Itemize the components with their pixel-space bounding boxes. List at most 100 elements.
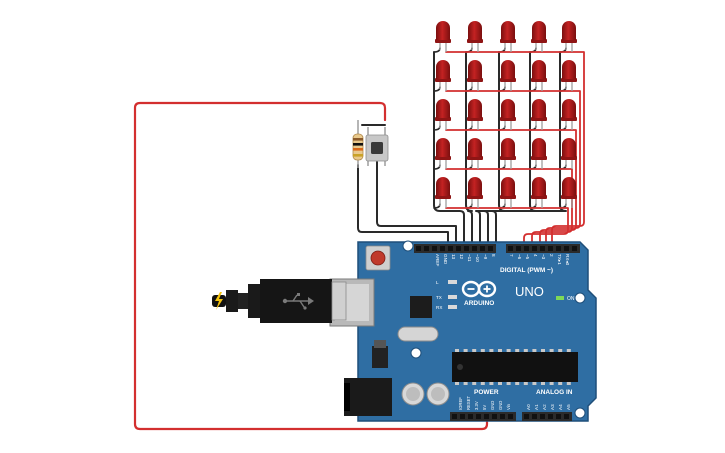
led[interactable] xyxy=(561,177,577,208)
led[interactable] xyxy=(561,21,577,52)
pin-label: A5 xyxy=(566,404,571,410)
led[interactable] xyxy=(500,60,516,91)
led[interactable] xyxy=(561,99,577,130)
led[interactable] xyxy=(435,177,451,208)
header-socket[interactable] xyxy=(476,414,481,419)
led[interactable] xyxy=(435,99,451,130)
led[interactable] xyxy=(561,138,577,169)
wire-resistor-gnd[interactable] xyxy=(357,164,449,249)
mounting-hole xyxy=(410,347,422,359)
header-socket[interactable] xyxy=(456,246,461,251)
pin-label: 12 xyxy=(459,254,464,260)
header-socket[interactable] xyxy=(532,246,537,251)
led[interactable] xyxy=(467,177,483,208)
led[interactable] xyxy=(467,21,483,52)
header-socket[interactable] xyxy=(480,246,485,251)
led[interactable] xyxy=(467,60,483,91)
led[interactable] xyxy=(500,138,516,169)
voltage-regulator xyxy=(372,346,388,368)
led[interactable] xyxy=(531,177,547,208)
header-socket[interactable] xyxy=(432,246,437,251)
resistor-band xyxy=(353,143,363,146)
wire-5v-loop[interactable] xyxy=(133,101,489,431)
reset-button[interactable] xyxy=(370,250,386,266)
led[interactable] xyxy=(500,99,516,130)
led[interactable] xyxy=(531,60,547,91)
header-socket[interactable] xyxy=(492,414,497,419)
header-socket[interactable] xyxy=(484,414,489,419)
led[interactable] xyxy=(435,21,451,52)
header-socket[interactable] xyxy=(416,246,421,251)
header-socket[interactable] xyxy=(468,414,473,419)
header-socket[interactable] xyxy=(440,246,445,251)
header-socket[interactable] xyxy=(516,246,521,251)
pin-label: AREF xyxy=(435,254,440,266)
header-socket[interactable] xyxy=(508,414,513,419)
pin-label: GND xyxy=(498,401,503,410)
header-socket[interactable] xyxy=(472,246,477,251)
resistor-band xyxy=(353,138,363,141)
wire-button-pin12[interactable] xyxy=(376,161,457,249)
header-socket[interactable] xyxy=(452,414,457,419)
led[interactable] xyxy=(531,138,547,169)
led[interactable] xyxy=(531,99,547,130)
header-socket[interactable] xyxy=(556,246,561,251)
wires xyxy=(133,47,585,431)
wire-led-row[interactable] xyxy=(445,207,569,249)
led[interactable] xyxy=(435,60,451,91)
header-socket[interactable] xyxy=(488,246,493,251)
header-socket[interactable] xyxy=(464,246,469,251)
status-led xyxy=(448,280,457,284)
pin-label: ~3 xyxy=(541,254,546,260)
microcontroller-chip xyxy=(452,349,578,385)
led[interactable] xyxy=(531,21,547,52)
header-socket[interactable] xyxy=(424,246,429,251)
pin-label: A1 xyxy=(534,404,539,410)
header-socket[interactable] xyxy=(540,246,545,251)
pin-label: 3.3V xyxy=(474,401,479,410)
pin-label: ~9 xyxy=(483,254,488,260)
pushbutton[interactable] xyxy=(365,127,389,166)
digital-header-label: DIGITAL (PWM ~) xyxy=(500,267,553,274)
header-socket[interactable] xyxy=(524,246,529,251)
header-socket[interactable] xyxy=(564,246,569,251)
header-socket[interactable] xyxy=(548,246,553,251)
resistor[interactable] xyxy=(352,120,364,168)
header-socket[interactable] xyxy=(500,414,505,419)
power-jack[interactable] xyxy=(344,378,392,416)
digital-header xyxy=(414,244,580,253)
header-socket[interactable] xyxy=(564,414,569,419)
usb-cable[interactable] xyxy=(212,279,347,323)
header-socket[interactable] xyxy=(532,414,537,419)
header-socket[interactable] xyxy=(540,414,545,419)
led[interactable] xyxy=(500,177,516,208)
pin-label: RX◂0 xyxy=(565,254,570,266)
pin-label: 2 xyxy=(549,254,554,257)
capacitors xyxy=(401,382,450,406)
pushbutton-cap[interactable] xyxy=(371,142,383,154)
power-header-label: POWER xyxy=(474,389,499,396)
crystal-oscillator xyxy=(397,326,439,342)
header-socket[interactable] xyxy=(548,414,553,419)
header-socket[interactable] xyxy=(460,414,465,419)
led[interactable] xyxy=(467,138,483,169)
usb-chip xyxy=(410,296,432,318)
header-socket[interactable] xyxy=(508,246,513,251)
status-led-label: RX xyxy=(436,305,442,310)
mounting-hole xyxy=(574,292,586,304)
led[interactable] xyxy=(561,60,577,91)
led[interactable] xyxy=(500,21,516,52)
led[interactable] xyxy=(467,99,483,130)
status-led xyxy=(448,295,457,299)
header-socket[interactable] xyxy=(524,414,529,419)
header-socket[interactable] xyxy=(556,414,561,419)
analog-header-label: ANALOG IN xyxy=(536,389,573,396)
resistor-band xyxy=(353,148,363,151)
pin-label: ~11 xyxy=(467,254,472,262)
on-led xyxy=(556,296,564,300)
analog-header xyxy=(522,412,572,421)
header-socket[interactable] xyxy=(572,246,577,251)
header-socket[interactable] xyxy=(448,246,453,251)
led[interactable] xyxy=(435,138,451,169)
mounting-hole xyxy=(574,407,586,419)
